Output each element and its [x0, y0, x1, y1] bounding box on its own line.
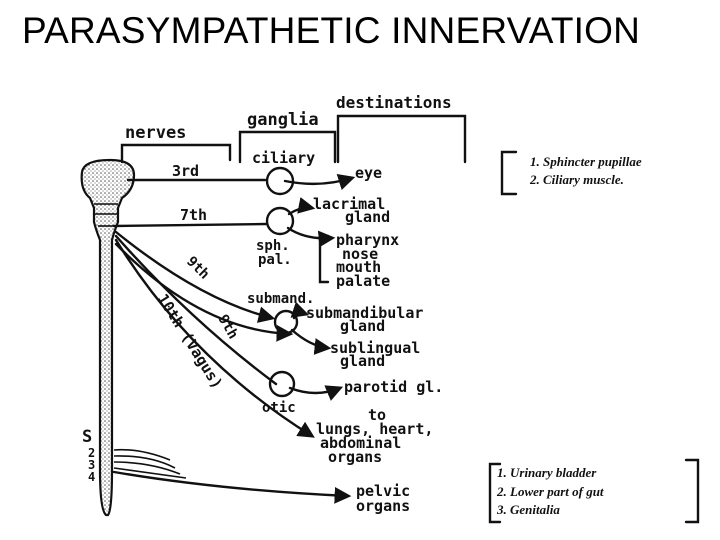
seventh-nerve-path — [112, 222, 268, 228]
destinations-header: destinations — [336, 93, 452, 112]
sacral-s-label: S — [82, 427, 92, 447]
third-nerve-label: 3rd — [172, 162, 199, 180]
parotid-label: parotid gl. — [344, 378, 443, 396]
submandibular-ganglion — [273, 309, 299, 335]
pelvic-effects-bracket-right — [684, 458, 700, 524]
nerves-bracket — [120, 143, 232, 164]
submand-ganglion-label: submand. — [247, 291, 314, 307]
submand-to-sublingual-arrow — [290, 328, 332, 355]
sph-pal-label-2: pal. — [258, 252, 292, 268]
pelvic-effect-3: 3. Genitalia — [496, 502, 560, 517]
ciliary-to-eye-arrow — [283, 173, 356, 191]
nose-label: nose — [342, 245, 378, 263]
pelvic-effects-bracket — [488, 462, 502, 524]
ninth-upper-label: 9th — [183, 254, 212, 283]
sacral-3-label: 3 — [88, 458, 95, 472]
ganglia-bracket — [238, 130, 337, 164]
destinations-bracket — [336, 114, 467, 164]
slide-title: PARASYMPATHETIC INNERVATION — [22, 10, 641, 51]
ciliary-ganglion — [265, 166, 295, 196]
palate-label: palate — [336, 272, 390, 290]
ganglia-header: ganglia — [247, 110, 319, 130]
eye-label: eye — [355, 164, 382, 182]
otic-ganglion — [268, 370, 296, 398]
pharynx-label: pharynx — [336, 231, 399, 249]
otic-to-parotid-arrow — [288, 385, 344, 401]
submand-to-submandibular-arrow — [290, 301, 310, 320]
nerves-header: nerves — [125, 123, 186, 143]
vagus-target-label-4: organs — [328, 448, 382, 466]
sacral-fibres — [113, 448, 187, 479]
pelvic-effect-2: 2. Lower part of gut — [496, 484, 604, 499]
vagus-target-label-2: lungs, heart, — [316, 420, 433, 438]
vagus-label: 10th (Vagus) — [154, 291, 227, 392]
pharynx-group-bracket — [318, 234, 330, 284]
otic-ganglion-label: otic — [262, 400, 296, 416]
sph-pal-to-lacrimal-arrow — [287, 197, 316, 216]
vagus-target-label-3: abdominal — [320, 434, 401, 452]
ciliary-ganglion-label: ciliary — [252, 149, 315, 167]
lacrimal-label-1: lacrimal — [313, 195, 385, 213]
sacral-2-label: 2 — [88, 446, 95, 460]
spinal-cord — [80, 158, 136, 517]
submandibular-label-1: submandibular — [306, 304, 423, 322]
upper-fibre-to-submand — [114, 230, 276, 323]
fibre-a — [114, 234, 278, 386]
eye-effects-bracket — [500, 150, 518, 196]
vagus-target-label-1: to — [368, 406, 386, 424]
submandibular-label-2: gland — [340, 317, 385, 335]
pelvic-nerve-path — [112, 470, 352, 504]
sublingual-label-2: gland — [340, 352, 385, 370]
eye-effect-2: 2. Ciliary muscle. — [529, 172, 624, 187]
vagus-nerve-path — [114, 238, 315, 438]
lacrimal-label-2: gland — [345, 208, 390, 226]
pelvic-label-2: organs — [356, 497, 410, 515]
ninth-nerve-path — [114, 242, 294, 342]
sph-pal-label-1: sph. — [256, 238, 290, 254]
pelvic-label-1: pelvic — [356, 482, 410, 500]
seventh-nerve-label: 7th — [180, 206, 207, 224]
sph-pal-to-pharynx-arrow — [286, 226, 336, 248]
sublingual-label-1: sublingual — [330, 339, 420, 357]
pelvic-effect-1: 1. Urinary bladder — [497, 465, 597, 480]
sph-pal-ganglion — [265, 206, 295, 236]
mouth-label: mouth — [336, 258, 381, 276]
eye-effect-1: 1. Sphincter pupillae — [530, 154, 642, 169]
sacral-4-label: 4 — [88, 470, 95, 484]
